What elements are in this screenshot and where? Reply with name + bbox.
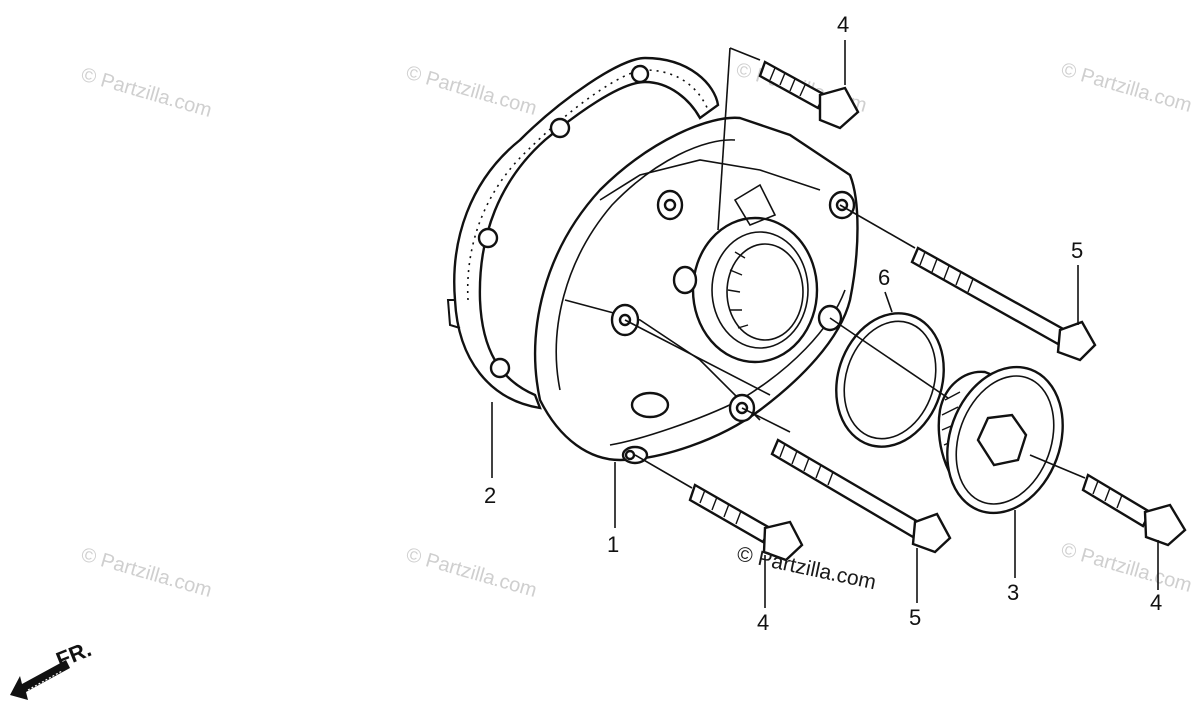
gasket	[446, 56, 720, 410]
watermark: © Partzilla.com	[1059, 59, 1195, 117]
watermark: © Partzilla.com	[79, 64, 215, 122]
long-bolt-upper	[910, 246, 1097, 362]
callout-bolt-long-upper: 5	[1071, 238, 1083, 263]
front-label: FR.	[53, 636, 95, 672]
watermark: © Partzilla.com	[404, 62, 540, 120]
flange-bolt-top	[758, 60, 860, 130]
flange-bolt-bottom-left	[688, 483, 804, 562]
callout-bolt-long-lower: 5	[909, 605, 921, 630]
watermark: © Partzilla.com	[404, 544, 540, 602]
long-bolt-lower	[770, 438, 952, 554]
drain-cap	[937, 365, 1064, 515]
callout-bolt-bottom-right: 4	[1150, 590, 1162, 615]
front-arrow-icon	[10, 660, 70, 700]
leader-lines	[491, 40, 1159, 608]
flange-bolt-bottom-right	[1081, 473, 1187, 547]
center-watermark: © Partzilla.com	[735, 542, 878, 594]
front-direction-indicator: FR.	[10, 636, 95, 700]
callout-cover: 1	[607, 532, 619, 557]
callout-gasket: 2	[484, 483, 496, 508]
watermark: © Partzilla.com	[79, 544, 215, 602]
callout-o-ring: 6	[878, 265, 890, 290]
side-cover	[534, 116, 859, 465]
watermark: © Partzilla.com	[1059, 539, 1195, 597]
callout-bolt-top: 4	[837, 12, 849, 37]
callout-cap: 3	[1007, 580, 1019, 605]
o-ring	[835, 312, 945, 448]
callout-bolt-bottom-left: 4	[757, 610, 769, 635]
